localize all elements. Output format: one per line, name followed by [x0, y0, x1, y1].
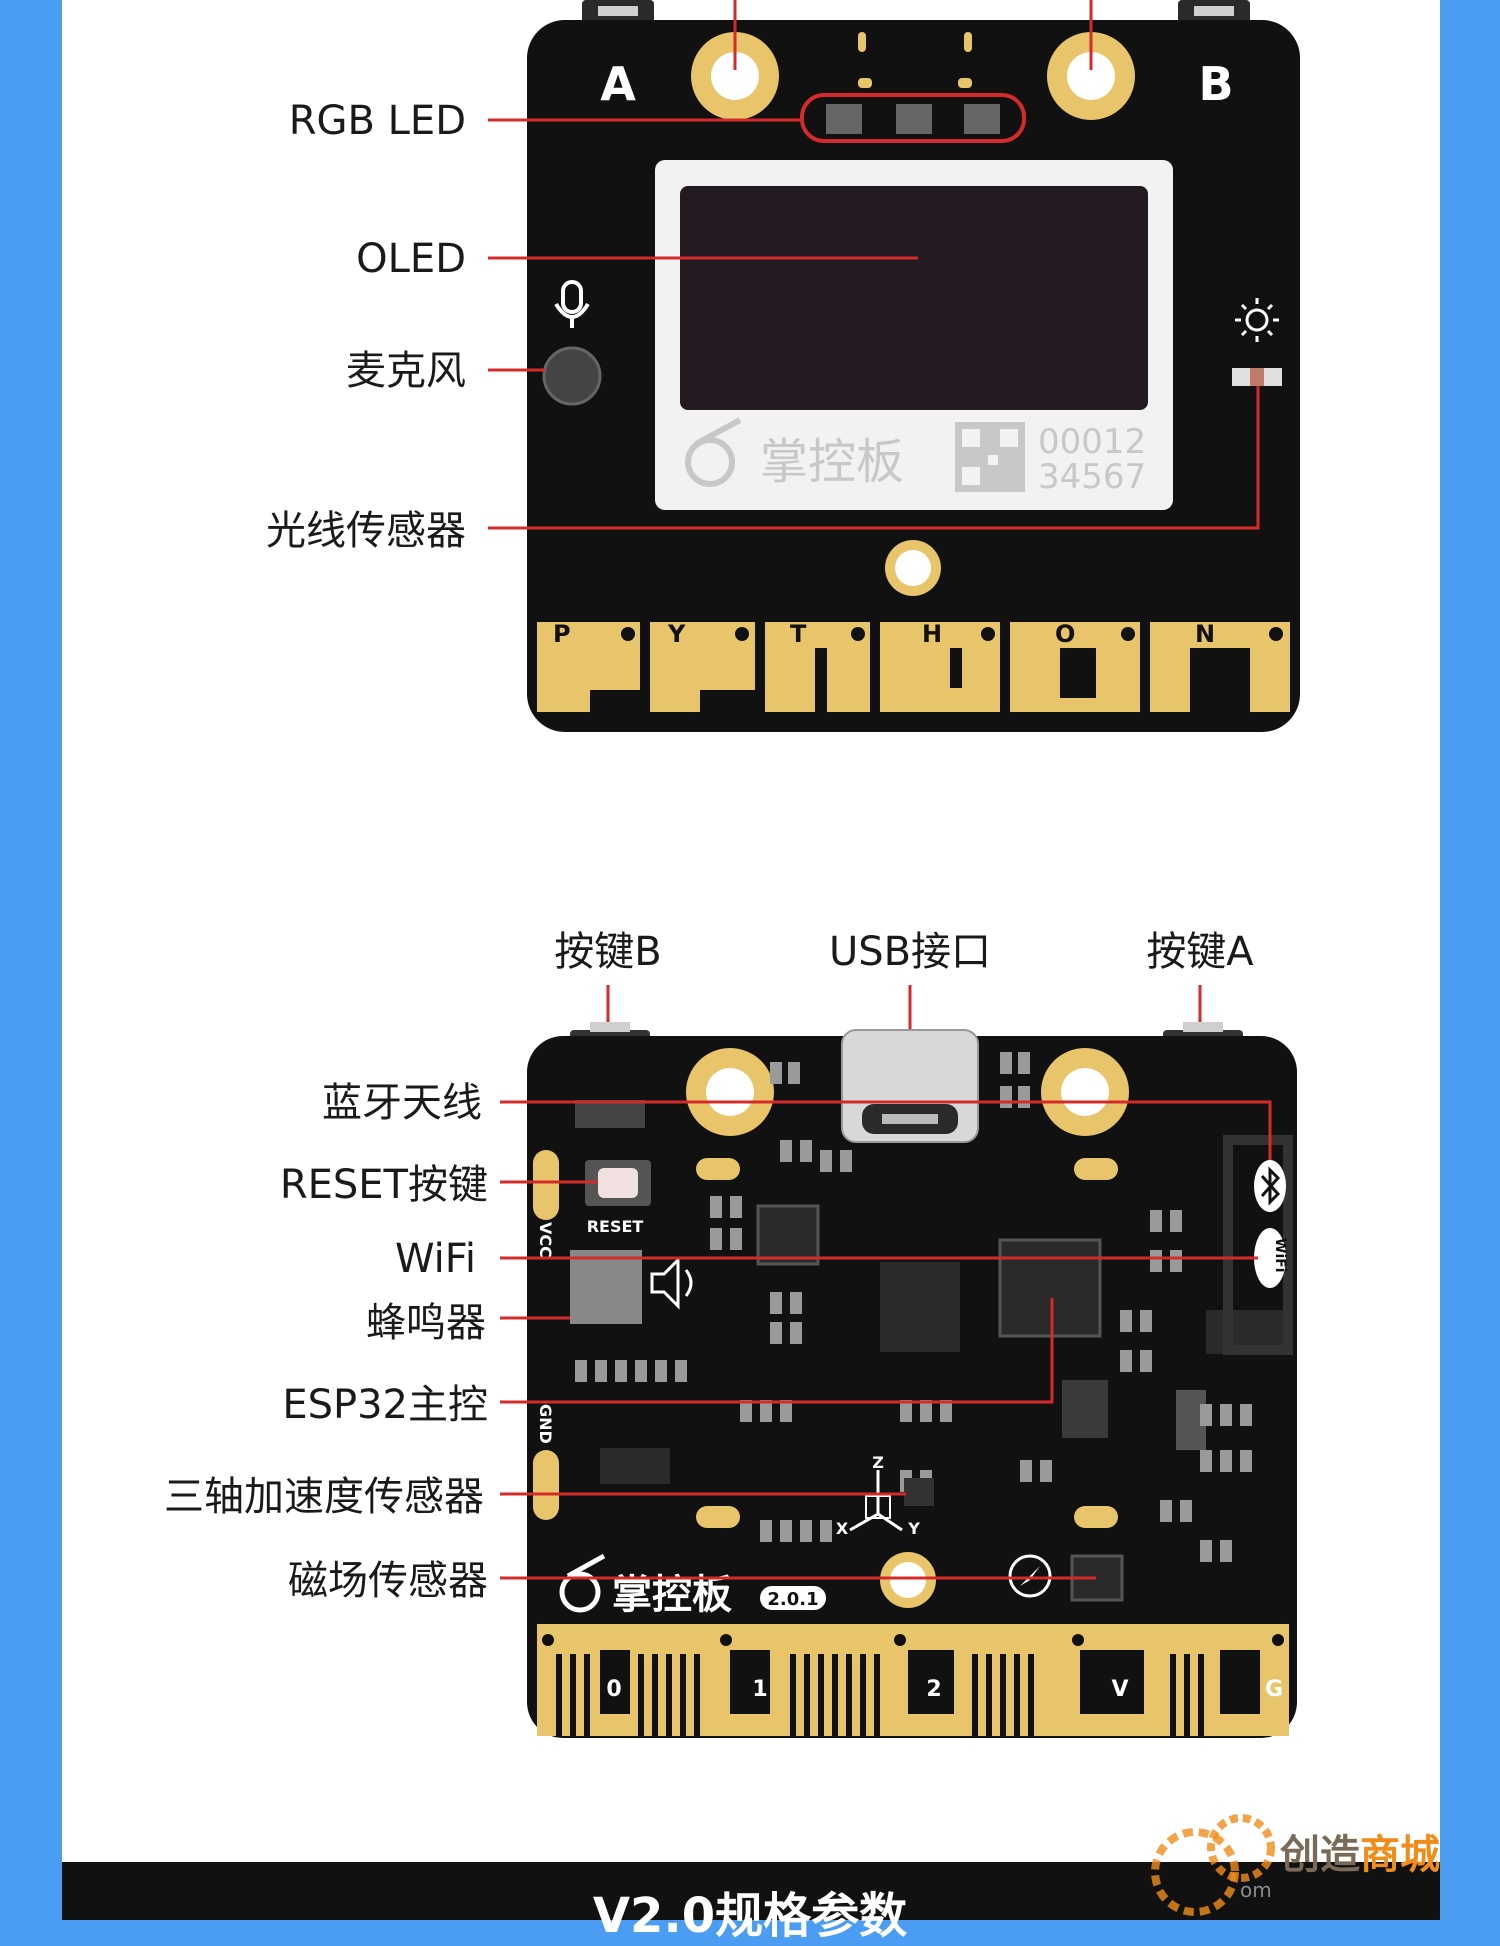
axis-icon	[849, 1470, 903, 1532]
label-light-sensor: 光线传感器	[266, 508, 466, 554]
pad-letter-o: O	[1055, 620, 1075, 648]
esp32-chip	[998, 1238, 1102, 1338]
buzzer	[570, 1250, 642, 1324]
watermark-text: 创造商城	[1280, 1822, 1440, 1880]
watermark-main: 创造	[1280, 1832, 1360, 1878]
pad-label-g: G	[1265, 1677, 1283, 1702]
label-button-b: 按键B	[554, 929, 661, 975]
pad-letter-p: P	[553, 620, 571, 648]
axis-z: Z	[872, 1453, 884, 1472]
axis-y: Y	[907, 1519, 920, 1538]
pad-letter-h: H	[922, 620, 942, 648]
silk-wifi: WiFi	[1272, 1238, 1288, 1273]
pad-letter-t: T	[790, 620, 807, 648]
front-silk-a: A	[600, 57, 636, 111]
label-oled: OLED	[356, 236, 466, 282]
watermark-sub: om	[1240, 1878, 1272, 1902]
microphone	[542, 346, 602, 406]
version-badge	[760, 1586, 826, 1610]
pad-letter-n: N	[1195, 620, 1215, 648]
label-esp32: ESP32主控	[282, 1382, 488, 1428]
oled-serial-2: 34567	[1038, 457, 1146, 497]
front-board: A B 掌控板 00012 34567	[266, 0, 1300, 732]
label-bluetooth: 蓝牙天线	[322, 1080, 482, 1126]
axis-x: X	[836, 1519, 849, 1538]
label-mic: 麦克风	[346, 348, 466, 394]
label-wifi: WiFi	[395, 1236, 476, 1282]
watermark-accent: 商城	[1360, 1832, 1440, 1878]
silk-reset: RESET	[587, 1217, 644, 1236]
silk-gnd: GND	[536, 1404, 555, 1444]
label-accel: 三轴加速度传感器	[164, 1474, 484, 1520]
front-silk-b: B	[1198, 57, 1233, 111]
accelerometer-chip	[904, 1478, 934, 1506]
leader-light-sensor	[488, 386, 1260, 530]
pad-label-2: 2	[926, 1677, 941, 1702]
version-badge-text: 2.0.1	[767, 1589, 818, 1610]
speaker-icon	[650, 1256, 693, 1310]
pad-letter-y: Y	[667, 620, 686, 648]
wifi-badge: WiFi	[1254, 1228, 1288, 1288]
edge-pads	[537, 1624, 1289, 1736]
pad-label-1: 1	[752, 1677, 767, 1702]
qr-code-icon	[955, 422, 1025, 492]
footer-bar	[62, 1862, 1440, 1920]
oled-serial-1: 00012	[1038, 422, 1146, 462]
rgb-led-highlight	[800, 93, 1026, 143]
leader-esp32	[500, 1298, 1054, 1404]
leader-bluetooth	[500, 1100, 1272, 1160]
python-pads	[537, 622, 1290, 712]
front-button-b-top	[1194, 6, 1234, 16]
logo-icon	[559, 1553, 606, 1613]
watermark-gear-icon	[1151, 1814, 1275, 1916]
compass-icon	[1008, 1554, 1052, 1598]
rgb-led-1	[826, 104, 862, 134]
oled-screen	[680, 186, 1148, 410]
label-reset: RESET按键	[280, 1162, 488, 1208]
label-buzzer: 蜂鸣器	[366, 1300, 486, 1346]
label-usb: USB接口	[829, 929, 991, 975]
oled-logo-icon	[685, 417, 742, 487]
label-magnet: 磁场传感器	[288, 1558, 488, 1604]
sun-icon	[1235, 298, 1279, 342]
pad-label-0: 0	[606, 1677, 621, 1702]
label-button-a: 按键A	[1146, 929, 1254, 975]
front-button-a-top	[598, 6, 638, 16]
rgb-led-2	[896, 104, 932, 134]
back-logo-text: 掌控板	[612, 1572, 732, 1618]
back-board: 按键B USB接口 按键A VCC GND	[164, 929, 1297, 1738]
silk-vcc: VCC	[536, 1222, 555, 1258]
oled-logo-text: 掌控板	[760, 434, 904, 490]
pad-label-v: V	[1111, 1677, 1128, 1702]
label-rgb-led: RGB LED	[289, 98, 466, 144]
mic-icon	[554, 280, 590, 328]
bluetooth-icon	[1254, 1160, 1286, 1212]
rgb-led-3	[964, 104, 1000, 134]
